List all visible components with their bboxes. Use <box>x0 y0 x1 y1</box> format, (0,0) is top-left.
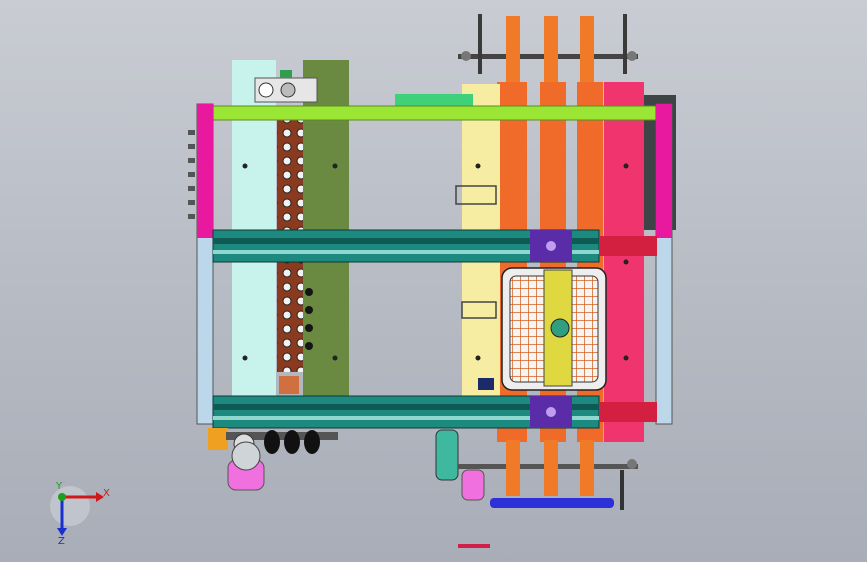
crate-hub <box>550 318 570 338</box>
bottom-right-drive <box>435 429 638 510</box>
bottom-roller <box>490 498 614 508</box>
rail-actuator-lower <box>599 402 657 422</box>
z-axis-label: Z <box>58 536 65 547</box>
top-drive-assembly <box>458 14 638 82</box>
top-gear-1 <box>506 16 520 82</box>
panel-bolts <box>242 163 629 361</box>
linear-rail-upper <box>212 229 657 263</box>
top-post-right <box>623 14 627 74</box>
chain-upper <box>277 120 303 230</box>
cream-bracket-mid <box>461 301 497 319</box>
bottom-left-drive <box>208 428 338 491</box>
axis-triad: X Y Z <box>50 481 110 547</box>
chain-lower <box>277 262 303 372</box>
y-axis-label: Y <box>55 481 63 492</box>
linear-rail-lower <box>212 395 657 429</box>
rail-actuator-upper <box>599 236 657 256</box>
left-upright-magenta <box>197 104 213 238</box>
top-gear-3 <box>580 16 594 82</box>
crate-basket <box>501 267 607 391</box>
z-arrow-head <box>57 528 67 536</box>
top-motor <box>254 70 318 103</box>
top-nut-right <box>627 51 637 61</box>
y-axis-dot <box>58 493 66 501</box>
green-bracket <box>395 94 473 106</box>
cream-bracket-top <box>455 185 497 205</box>
left-connectors <box>188 130 195 219</box>
lime-crossbar <box>212 105 662 121</box>
triad-sphere <box>50 486 90 526</box>
x-arrow-head <box>96 492 104 502</box>
x-axis-label: X <box>103 488 110 499</box>
stray-mark <box>458 544 490 548</box>
cream-block <box>478 378 494 390</box>
top-gear-2 <box>544 16 558 82</box>
right-upright-magenta <box>656 104 672 238</box>
chain-clips <box>305 288 313 350</box>
top-post-left <box>478 14 482 74</box>
top-nut-left <box>461 51 471 61</box>
chain-end <box>279 376 299 394</box>
